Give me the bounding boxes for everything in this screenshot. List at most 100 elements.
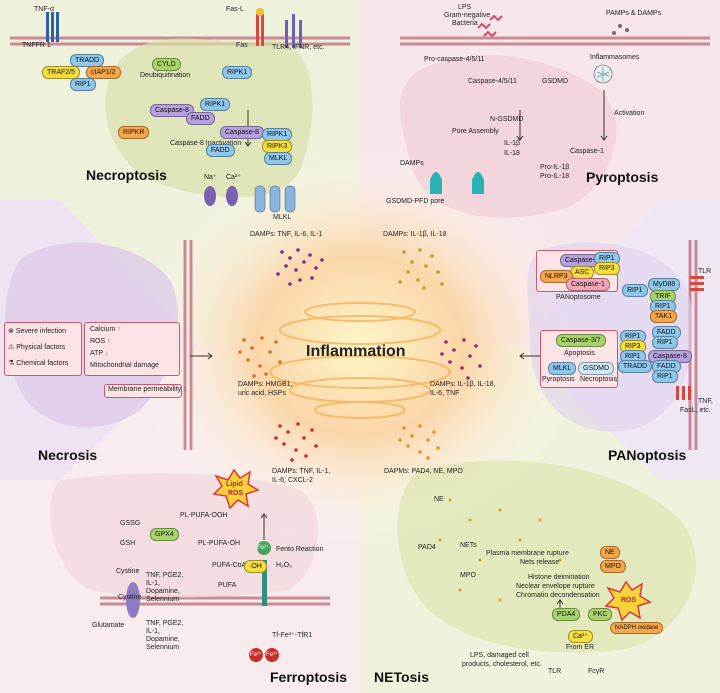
pamps-label: PAMPs & DAMPs bbox=[606, 10, 662, 17]
pan-gsdmd-node: GSDMD bbox=[578, 362, 615, 375]
gsh-label: GSH bbox=[120, 540, 136, 547]
ripkr-node: RIPKR bbox=[118, 126, 150, 139]
inflammasome-icon bbox=[593, 64, 613, 84]
fas-label: Fas bbox=[236, 42, 248, 49]
mlkl-pore-label: MLKL bbox=[273, 214, 292, 221]
fe2-circle-icon bbox=[257, 541, 271, 555]
center-title: Inflammation bbox=[306, 343, 406, 360]
pan-tradd-node: TRADD bbox=[618, 360, 653, 373]
damps-necroptosis-label: DAMPs: TNF, IL-6, IL-1 bbox=[250, 231, 323, 238]
ros-label: ROS ↑ bbox=[90, 338, 111, 345]
pyroptosis-membrane bbox=[400, 36, 710, 46]
gsdmd-label: GSDMD bbox=[542, 78, 569, 85]
damps-ferroptosis-dots bbox=[274, 422, 318, 462]
fadd-node-a: FADD bbox=[186, 112, 215, 125]
caspase8-inactivation-label: Caspase-8 Inactivation bbox=[170, 140, 242, 147]
pan-mlkl-node: MLKL bbox=[548, 362, 577, 375]
calcium-text: Calcium bbox=[90, 326, 116, 333]
pan-tak1-node: TAK1 bbox=[650, 310, 677, 323]
pan-rip3-node-b: RIP3 bbox=[620, 340, 646, 353]
damps-netosis-label: DAPMs: PAD4, NE, MPO bbox=[384, 468, 463, 475]
lps-label: LPS bbox=[458, 4, 472, 11]
physical-factors-label: ⚠ Physical factors bbox=[8, 344, 66, 351]
lps-products-label: products, cholesterol, etc. bbox=[462, 661, 542, 668]
ion-channel-icon bbox=[204, 186, 238, 206]
fadd-node-b: FADD bbox=[206, 144, 235, 157]
pan-casp1-node: Caspase-1 bbox=[566, 278, 610, 291]
pan-rip3-node: RIP3 bbox=[594, 262, 620, 275]
damps-ferroptosis-label-1: DAMPs: TNF, IL-1, bbox=[272, 468, 331, 475]
caspase4-label: Caspase-4/5/11 bbox=[468, 78, 517, 85]
caspase8-node-b: Caspase-8 bbox=[220, 126, 264, 139]
h2o2-label: H₂O₂ bbox=[276, 562, 292, 569]
ferroptosis-cell bbox=[50, 473, 319, 598]
membrane-box bbox=[104, 384, 182, 398]
pufa-coa-label: PUFA-CoA bbox=[212, 562, 247, 569]
tnf-list1-b: IL-1, bbox=[146, 580, 161, 587]
pan-necro-label: Necroptosis bbox=[580, 376, 617, 383]
net-mpo-label: MPO bbox=[460, 572, 476, 579]
necrosis-membrane bbox=[183, 240, 193, 450]
atp-text: ATP bbox=[90, 350, 103, 357]
pan-rip1-node-f: RIP1 bbox=[652, 336, 678, 349]
pan-fasl-label: FasL, etc. bbox=[680, 407, 711, 414]
histone-label: Histone deimination bbox=[528, 574, 590, 581]
fe3-label-b: Fe³⁺ bbox=[266, 652, 279, 658]
pyroptosis-cell bbox=[400, 55, 617, 218]
deubiq-label: Deubiquitination bbox=[140, 72, 191, 79]
ros-text: ROS bbox=[90, 338, 106, 345]
net-ros-label: ROS bbox=[621, 597, 637, 604]
calcium-label: Calcium ↑ bbox=[90, 326, 121, 333]
damps-necrosis-label-2: uric acid, HSPs bbox=[238, 390, 286, 397]
ca-node: Ca²⁺ bbox=[568, 630, 593, 643]
severe-infection-text: Severe infection bbox=[15, 328, 67, 335]
pufa-label: PUFA bbox=[218, 582, 237, 589]
fe3-label-a: Fe³⁺ bbox=[250, 652, 263, 658]
pore-assembly-label: Pore Assembly bbox=[452, 128, 499, 135]
caspase1-label: Caspase-1 bbox=[570, 148, 604, 155]
panoptosome-label: PANoptosome bbox=[556, 294, 601, 301]
cyld-node: CYLD bbox=[152, 58, 181, 71]
fas-receptor-icon bbox=[256, 8, 264, 46]
pan-fadd-node-b: FADD bbox=[652, 360, 681, 373]
nuclear-label: Neclear envelope rupture bbox=[516, 583, 595, 590]
fasl-label: Fas-L bbox=[226, 6, 244, 13]
damps-necrosis-label-1: DAMPs: HMGB1, bbox=[238, 381, 293, 388]
lps-damaged-label: LPS, damaged cell bbox=[470, 652, 529, 659]
net-ne-label: NE bbox=[434, 496, 444, 503]
pamps-icon bbox=[612, 24, 629, 35]
pan-nlrp3-node: NLRP3 bbox=[540, 270, 573, 283]
lipid-ros-label: ROS bbox=[228, 490, 244, 497]
nets-release-label: Nets release bbox=[520, 559, 560, 566]
lipid-label: Lipid bbox=[226, 481, 243, 488]
caspase8-node-a: Caspase-8 bbox=[150, 104, 194, 117]
gssg-label: GSSG bbox=[120, 520, 141, 527]
net-tlr-label: TLR bbox=[548, 668, 562, 675]
damps-panoptosis-dots bbox=[440, 338, 482, 380]
na-label: Na⁺ bbox=[204, 174, 217, 181]
necrosis-title: Necrosis bbox=[38, 447, 98, 463]
net-pad4-label: PAD4 bbox=[418, 544, 436, 551]
pkc-node: PKC bbox=[588, 608, 613, 621]
cystine-label-b: Cystine bbox=[118, 594, 142, 601]
tnffr1-receptor-icon bbox=[46, 12, 59, 42]
damps-panoptosis-label-1: DAMPs: IL-1β, IL-18, bbox=[430, 381, 496, 388]
necrosis-factors-box bbox=[4, 322, 82, 376]
chemical-factors-text: Chemical factors bbox=[16, 360, 69, 367]
cystine-label-a: Cystine bbox=[116, 568, 140, 575]
physical-factors-text: Physical factors bbox=[16, 344, 66, 351]
tfr1-icon bbox=[262, 560, 267, 606]
transporter-icon bbox=[126, 582, 140, 618]
net-nets-label: NETs bbox=[460, 542, 477, 549]
atp-label: ATP ↓ bbox=[90, 350, 109, 357]
glutamate-label: Glutamate bbox=[92, 622, 125, 629]
pyroptosis-title: Pyroptosis bbox=[586, 169, 659, 185]
pan-tnf-label: TNF, bbox=[698, 398, 713, 405]
tlr4-receptor-icon bbox=[285, 14, 302, 48]
tnfa-label: TNF-α bbox=[34, 6, 54, 13]
procaspase-label: Pro-caspase-4/5/11 bbox=[424, 56, 485, 63]
mlkl-node: MLKL bbox=[264, 152, 293, 165]
membrane-label: Membrane permeability ↑ bbox=[108, 386, 187, 393]
damps-necroptosis-dots bbox=[276, 248, 324, 286]
